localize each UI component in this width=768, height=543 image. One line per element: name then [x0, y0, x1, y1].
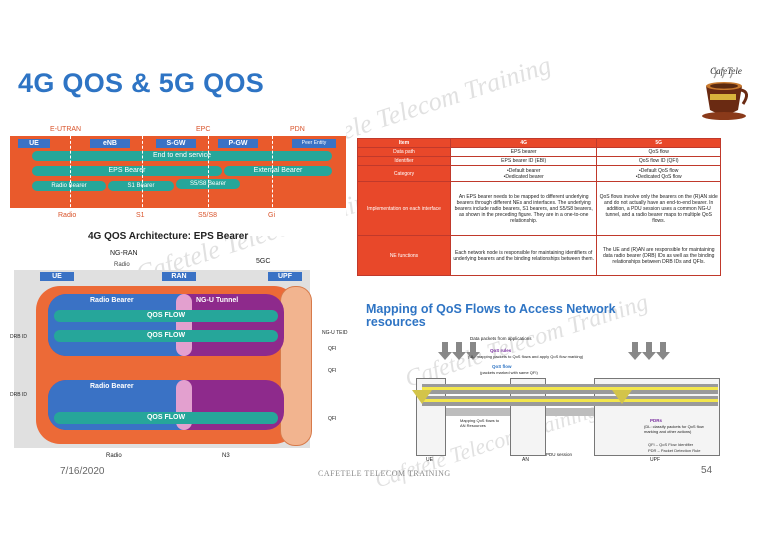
cell-4g: Each network node is responsible for mai… — [449, 235, 598, 276]
header-cell: Item — [357, 138, 451, 148]
ngu-teid-label: NG-U TEID — [322, 330, 348, 336]
slide-title: 4G QOS & 5G QOS — [18, 68, 265, 98]
qfi-label: QFI — [328, 416, 337, 422]
interface-label: Radio — [58, 212, 77, 219]
cell-5g: •Default QoS flow •Dedicated QoS flow — [596, 165, 721, 182]
node-label: UPF — [650, 457, 660, 463]
end-to-end-service: End to end service — [32, 151, 332, 161]
radio-bearer-label: Radio Bearer — [90, 383, 134, 390]
pdu-session-label: PDU session — [546, 452, 573, 457]
node-ran: RAN — [162, 272, 196, 281]
slide-date: 7/16/2020 — [60, 466, 105, 477]
cell-5g: QoS flow ID (QFI) — [596, 156, 721, 166]
external-bearer: External Bearer — [224, 166, 332, 176]
radio-label: Radio — [114, 262, 130, 268]
cell-5g: QoS flow — [596, 147, 721, 157]
qos-flow: QOS FLOW — [54, 412, 278, 424]
table-row: NE functions Each network node is respon… — [357, 235, 721, 276]
node-label: UE — [426, 457, 433, 463]
drb-id-label: DRB ID — [10, 334, 27, 340]
s1-bearer: S1 Bearer — [108, 181, 174, 191]
architecture-caption: 4G QOS Architecture: EPS Bearer — [88, 231, 249, 242]
qos-flow: QOS FLOW — [54, 310, 278, 322]
radio-bearer-label: Radio Bearer — [90, 297, 134, 304]
node-enb: eNB — [90, 139, 130, 148]
mapping-diagram: Data packets from applications QoS rules… — [398, 334, 728, 464]
node-pgw: P-GW — [218, 139, 258, 148]
qfi-label: QFI — [328, 346, 337, 352]
qos-rules-label: QoS rules — [490, 348, 512, 353]
interface-label: S1 — [136, 212, 145, 219]
cell-5g: The UE and (R)AN are responsible for mai… — [596, 235, 721, 276]
comparison-table: Item 4G 5G Data path EPS bearer QoS flow… — [357, 138, 721, 276]
page-number: 54 — [701, 465, 713, 476]
drb-id-label: DRB ID — [10, 392, 27, 398]
table-row: Identifier EPS bearer ID (EBI) QoS flow … — [357, 156, 721, 166]
5gc-label: 5GC — [256, 258, 271, 265]
header-cell: 4G — [449, 138, 598, 148]
qos-flow-diagram: NG-RAN 5GC Radio UE RAN UPF Radio Bearer… — [10, 250, 360, 464]
table-header-row: Item 4G 5G — [357, 138, 721, 148]
cell-4g: EPS bearer — [449, 147, 598, 157]
node-label: AN — [522, 457, 529, 463]
eps-bearer: EPS Bearer — [32, 166, 222, 176]
row-label: Data path — [357, 147, 451, 157]
qos-flow-label: QoS flow — [492, 364, 512, 369]
row-label: NE functions — [357, 235, 451, 276]
qos-rules-desc: (UL: mapping packets to QoS flows and ap… — [468, 354, 584, 359]
cell-4g: •Default bearer •Dedicated bearer — [449, 165, 598, 182]
svg-text:CafeTele: CafeTele — [710, 66, 742, 76]
region-label: EPC — [196, 126, 211, 133]
node-ue: UE — [40, 272, 74, 281]
radio-bearer: Radio Bearer — [32, 181, 106, 191]
node-upf: UPF — [268, 272, 302, 281]
app-arrows — [438, 342, 670, 360]
interface-label: S5/S8 — [198, 212, 218, 219]
region-label: PDN — [290, 126, 305, 133]
row-label: Category — [357, 165, 451, 182]
pdrs-label: PDRs — [650, 418, 663, 423]
n3-label: N3 — [222, 453, 230, 459]
ngran-label: NG-RAN — [110, 250, 138, 257]
region-label: E-UTRAN — [50, 126, 82, 133]
row-label: Identifier — [357, 156, 451, 166]
table-row: Category •Default bearer •Dedicated bear… — [357, 165, 721, 182]
legend-qfi: QFI – QoS Flow Identifier — [648, 442, 694, 447]
node-sgw: S-GW — [156, 139, 196, 148]
slide: 4G QOS & 5G QOS CafeTele Cafetele Teleco… — [0, 38, 768, 486]
coffee-cup-logo: CafeTele — [702, 66, 748, 120]
top-label: Data packets from applications — [470, 336, 532, 341]
legend-pdr: PDR – Packet Detection Rule — [648, 448, 701, 453]
cell-4g: EPS bearer ID (EBI) — [449, 156, 598, 166]
pdrs-desc: (DL: classify packets for QoS flow marki… — [644, 424, 704, 434]
mapping-desc: Mapping QoS flows to AN Resources — [460, 418, 500, 428]
qos-flow-desc: (packets marked with same QFI) — [480, 370, 538, 375]
node-ue: UE — [18, 139, 50, 148]
mapping-title: Mapping of QoS Flows to Access Network r… — [366, 302, 616, 329]
header-cell: 5G — [596, 138, 721, 148]
qfi-label: QFI — [328, 368, 337, 374]
node-peer-entity: Peer Entity — [292, 139, 336, 148]
cell-5g: QoS flows involve only the bearers on th… — [596, 181, 721, 236]
qos-flow: QOS FLOW — [54, 330, 278, 342]
table-row: Implementation on each interface An EPS … — [357, 181, 721, 236]
radio-label: Radio — [106, 453, 122, 459]
ngu-tunnel-label: NG-U Tunnel — [196, 297, 239, 304]
slide-footer: CAFETELE TELECOM TRAINING — [318, 469, 451, 478]
interface-label: Gi — [268, 212, 275, 219]
table-row: Data path EPS bearer QoS flow — [357, 147, 721, 157]
row-label: Implementation on each interface — [357, 181, 451, 236]
eps-bearer-diagram: E-UTRAN EPC PDN UE eNB S-GW P-GW Peer En… — [10, 126, 346, 236]
cell-4g: An EPS bearer needs to be mapped to diff… — [449, 181, 598, 236]
